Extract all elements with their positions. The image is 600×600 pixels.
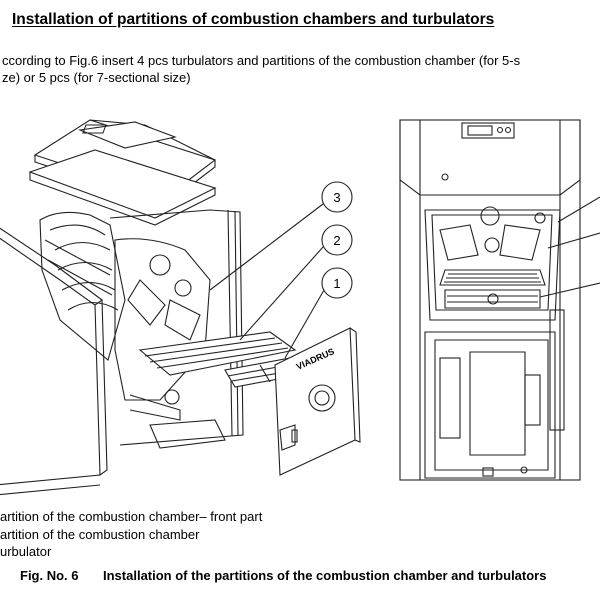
figure-legend: artition of the combustion chamber– fron… — [0, 508, 262, 561]
legend-item-2: artition of the combustion chamber — [0, 526, 200, 542]
figure-caption-label: Fig. No. 6 — [20, 568, 79, 583]
callout-2-label: 2 — [333, 233, 340, 248]
section-heading: Installation of partitions of combustion… — [0, 9, 600, 33]
intro-paragraph: ccording to Fig.6 insert 4 pcs turbulato… — [2, 52, 600, 86]
boiler-front-door — [274, 327, 361, 476]
boiler-front-view-drawing — [399, 119, 600, 481]
callout-3-circle — [321, 181, 353, 213]
figure-caption-text: Installation of the partitions of the co… — [103, 568, 547, 583]
callout-2-circle — [321, 224, 353, 256]
boiler-figure: 3 2 1 VIADRUS — [0, 119, 600, 496]
boiler-exploded-drawing — [28, 119, 301, 449]
callout-1-label: 1 — [333, 276, 340, 291]
callout-3-label: 3 — [333, 190, 340, 205]
callout-1-circle — [321, 267, 353, 299]
section-title: Installation of partitions of combustion… — [12, 11, 495, 28]
intro-line-1: ccording to Fig.6 insert 4 pcs turbulato… — [2, 53, 521, 68]
legend-item-3: urbulator — [0, 544, 52, 559]
legend-item-1: artition of the combustion chamber– fron… — [0, 509, 263, 524]
heat-exchanger-sections — [39, 211, 211, 401]
intro-line-2: ze) or 5 pcs (for 7-sectional size) — [2, 70, 191, 85]
callout-group — [209, 181, 353, 359]
boiler-side-panel-drawing — [0, 227, 108, 496]
